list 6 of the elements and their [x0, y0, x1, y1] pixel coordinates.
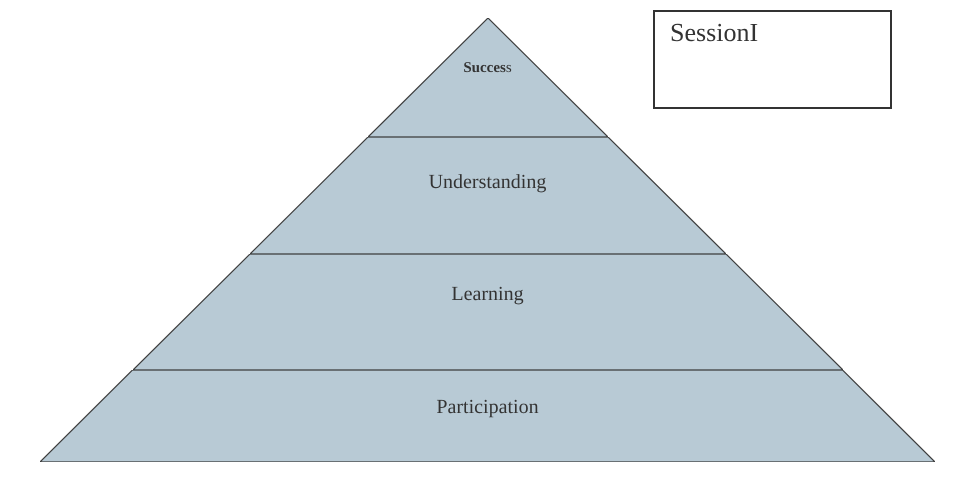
tier-label: Success: [462, 60, 513, 77]
tier-label: Learning: [450, 283, 525, 306]
tier-label: Understanding: [428, 171, 548, 194]
text-box: [653, 10, 892, 109]
box-label: SessionI: [670, 18, 758, 48]
tier-label: Participation: [435, 396, 540, 419]
